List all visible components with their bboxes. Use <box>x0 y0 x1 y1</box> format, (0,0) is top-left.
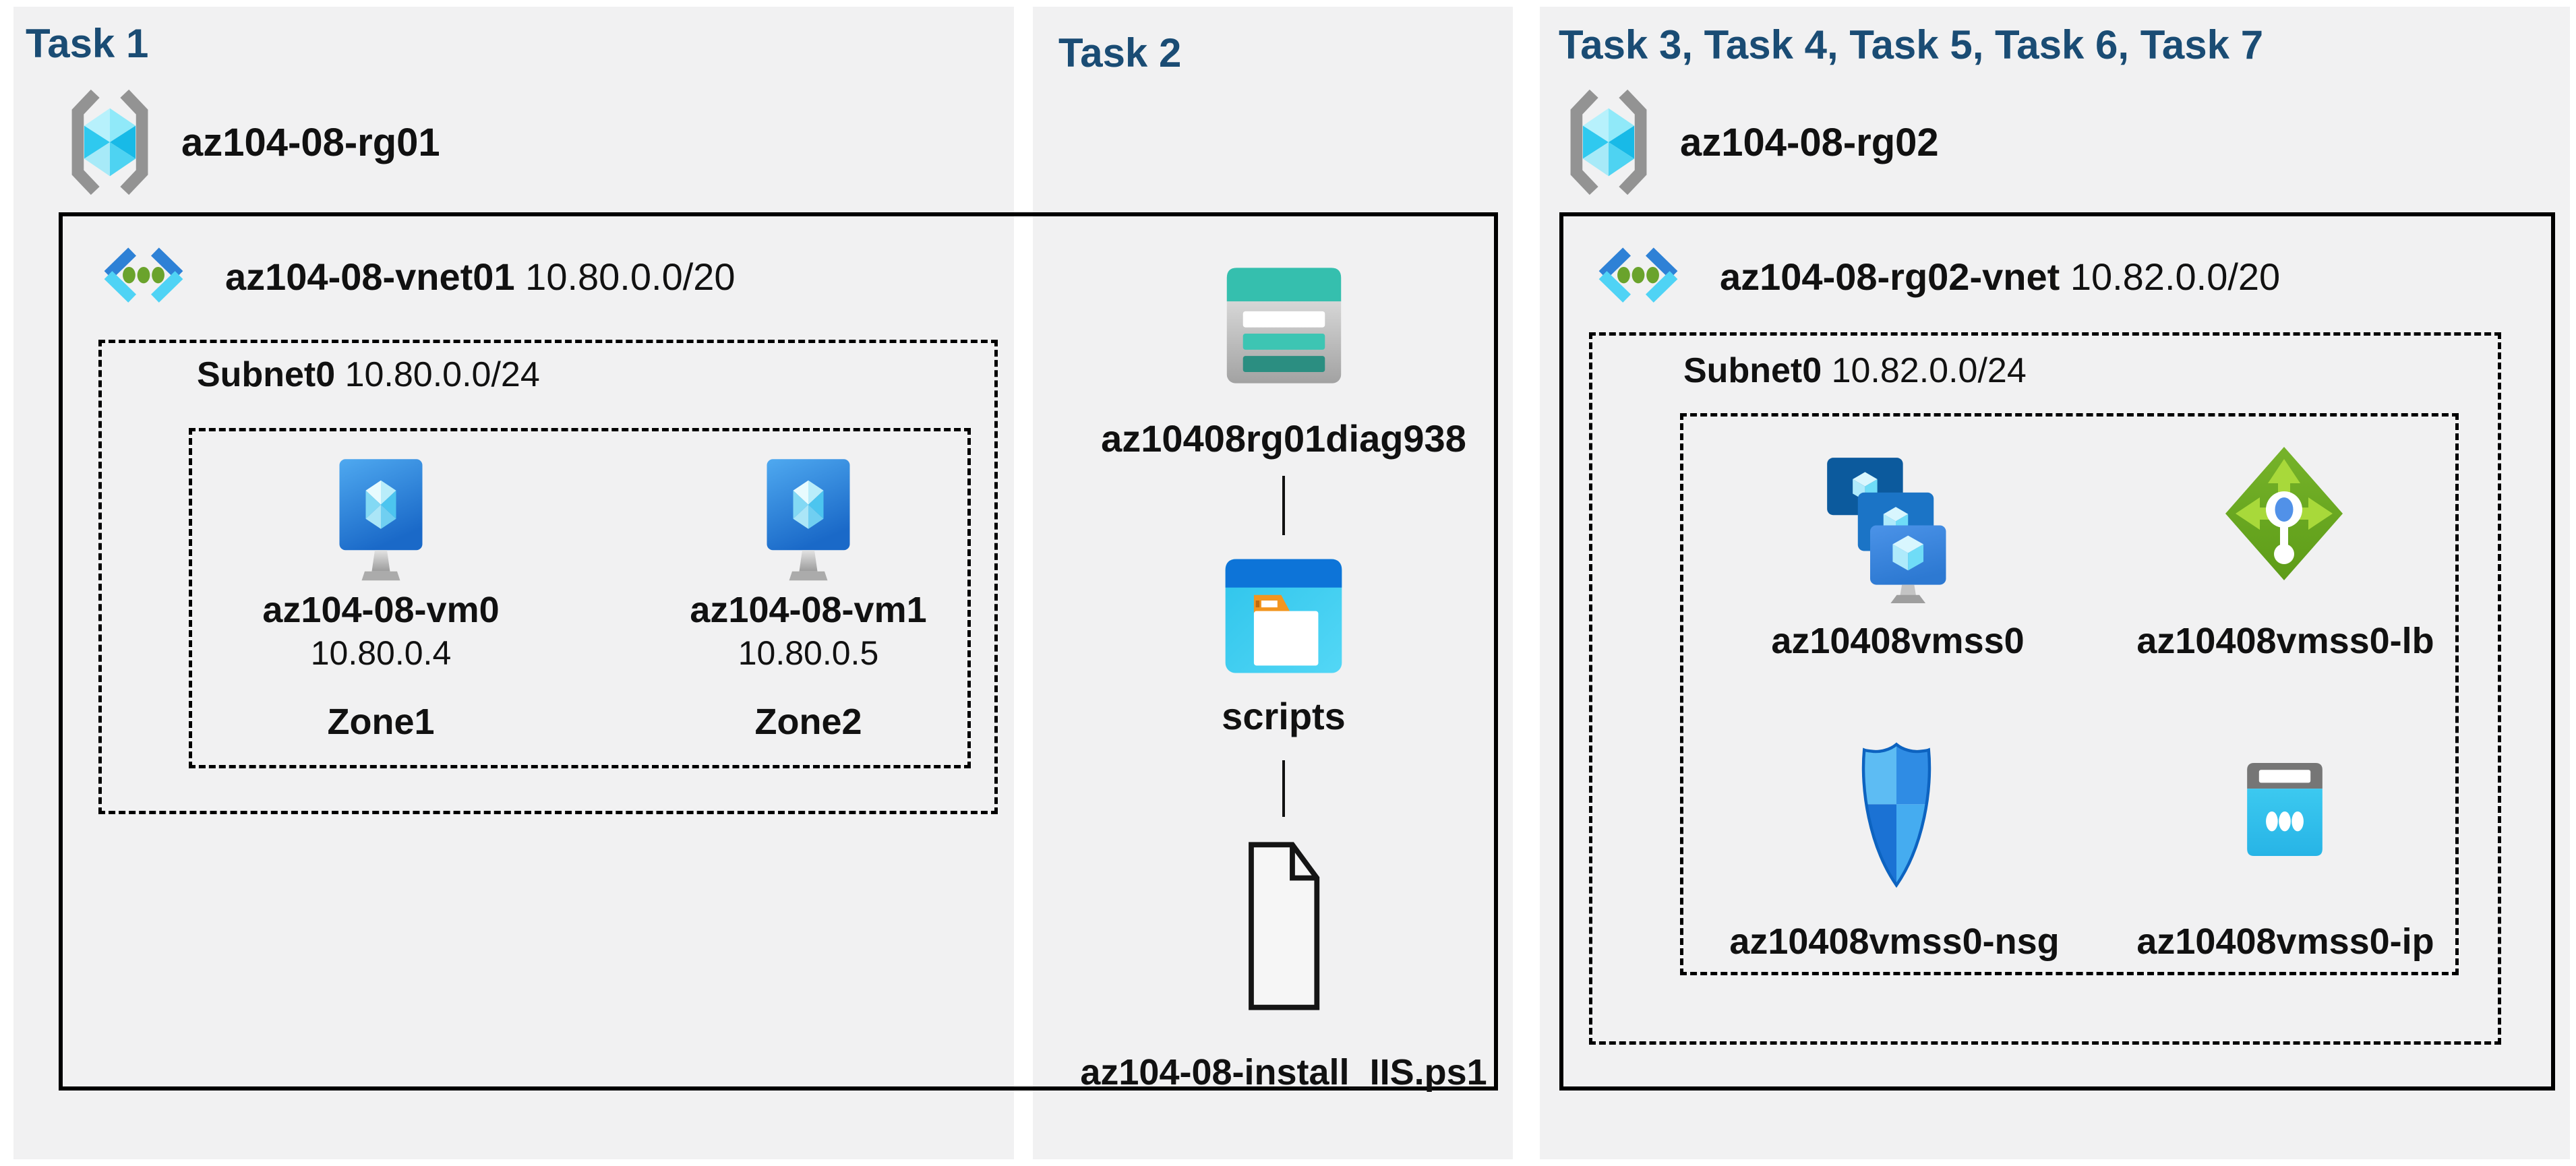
vmss-name: az10408vmss0 <box>1771 621 2025 661</box>
script-file-icon <box>1242 838 1325 1014</box>
vm-zone-box <box>189 428 971 768</box>
resource-group-icon <box>1563 86 1654 198</box>
public-ip-icon <box>2236 759 2333 860</box>
virtual-network-1: az104-08-vnet01 10.80.0.0/20 <box>93 235 736 318</box>
virtual-machine-icon <box>758 457 859 590</box>
subnet-cidr: 10.80.0.0/24 <box>345 355 540 394</box>
subnet-label: Subnet0 10.82.0.0/24 <box>1683 350 2027 391</box>
vnet-name: az104-08-rg02-vnet <box>1720 255 2060 298</box>
subnet0-box-task3 <box>1589 332 2501 1045</box>
vm-name: az104-08-vm0 <box>262 590 500 630</box>
vnet-name: az104-08-vnet01 <box>225 255 515 298</box>
subnet-cidr: 10.82.0.0/24 <box>1831 351 2027 390</box>
load-balancer-icon <box>2223 445 2345 582</box>
vnet-label: az104-08-rg02-vnet 10.82.0.0/20 <box>1720 255 2280 299</box>
vnet-cidr: 10.80.0.0/20 <box>525 255 736 298</box>
storage-account-name: az10408rg01diag938 <box>1101 417 1466 460</box>
blob-container-icon <box>1223 554 1344 678</box>
vm-name: az104-08-vm1 <box>690 590 927 630</box>
connector-line <box>1282 476 1285 535</box>
public-ip-name: az10408vmss0-ip <box>2136 921 2434 962</box>
vnet-label: az104-08-vnet01 10.80.0.0/20 <box>225 255 736 299</box>
task3-panel <box>1540 7 2570 1159</box>
task2-header: Task 2 <box>1058 30 1182 75</box>
load-balancer-name: az10408vmss0-lb <box>2136 621 2434 661</box>
subnet0-box-task1 <box>98 340 998 814</box>
vnet2-boundary-box <box>1559 212 2555 1091</box>
virtual-network-2: az104-08-rg02-vnet 10.82.0.0/20 <box>1588 235 2280 318</box>
vnet1-boundary-box <box>59 212 1498 1091</box>
resource-group-name: az104-08-rg02 <box>1680 120 1939 164</box>
resource-group-2: az104-08-rg02 <box>1563 86 1939 198</box>
task1-header: Task 1 <box>26 21 149 66</box>
vm-ip: 10.80.0.5 <box>738 634 879 672</box>
vmss-resources-box <box>1680 413 2459 975</box>
vm-ip: 10.80.0.4 <box>310 634 452 672</box>
connector-line <box>1282 760 1285 817</box>
vm-zone: Zone1 <box>327 702 435 742</box>
subnet-name: Subnet0 <box>1683 351 1822 390</box>
vm-scale-set-icon <box>1819 452 1947 605</box>
task1-panel <box>13 7 1014 1159</box>
vm-zone: Zone2 <box>754 702 862 742</box>
subnet-name: Subnet0 <box>197 355 336 394</box>
resource-group-icon <box>64 86 156 198</box>
nsg-name: az10408vmss0-nsg <box>1729 921 2060 962</box>
resource-group-1: az104-08-rg01 <box>64 86 440 198</box>
vnet-cidr: 10.82.0.0/20 <box>2070 255 2281 298</box>
virtual-machine-icon <box>330 457 431 590</box>
virtual-network-icon <box>1588 239 1689 313</box>
storage-account-icon <box>1224 263 1344 388</box>
subnet-label: Subnet0 10.80.0.0/24 <box>197 355 540 395</box>
task3-header: Task 3, Task 4, Task 5, Task 6, Task 7 <box>1559 22 2264 67</box>
network-security-group-icon <box>1859 741 1934 890</box>
script-file-name: az104-08-install_IIS.ps1 <box>1080 1052 1487 1093</box>
container-name: scripts <box>1222 695 1346 737</box>
virtual-network-icon <box>93 239 194 313</box>
resource-group-name: az104-08-rg01 <box>181 120 440 164</box>
